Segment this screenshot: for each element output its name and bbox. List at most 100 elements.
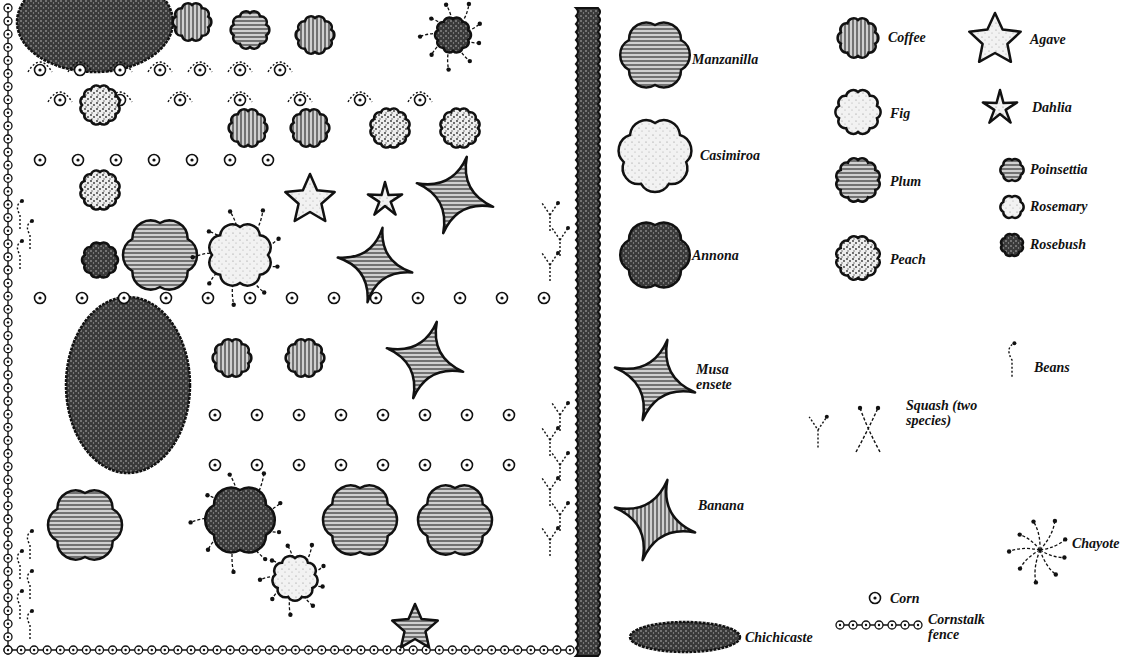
corn-symbol [252, 410, 263, 421]
corn-symbol [504, 410, 515, 421]
corn-symbol [155, 65, 166, 76]
chichicaste-hedge [576, 8, 600, 656]
bean-vine [27, 221, 32, 249]
corn-symbol [149, 155, 160, 166]
corn-symbol [378, 410, 389, 421]
legend-label: Agave [1030, 32, 1066, 47]
legend-label: Plum [890, 174, 921, 189]
plant-symbol [80, 170, 119, 209]
squash-vine [542, 428, 558, 456]
star-plant-symbol [338, 228, 412, 302]
star-plant-symbol [285, 174, 334, 221]
legend-label: Fig [890, 106, 910, 121]
legend-label: Casimiroa [700, 148, 760, 163]
squash-vine [552, 403, 568, 431]
plant-symbol [836, 158, 879, 201]
chayote-vine [1035, 550, 1040, 582]
corn-symbol [294, 460, 305, 471]
plant-symbol [286, 339, 325, 376]
corn-symbol [119, 293, 130, 304]
plant-symbol [835, 90, 880, 134]
squash-vine [542, 203, 558, 231]
plant-symbol [1000, 196, 1023, 218]
corn-symbol [115, 65, 126, 76]
corn-symbol [295, 95, 306, 106]
corn-symbol [77, 293, 88, 304]
garden-layout [4, 0, 600, 656]
chayote-vine [1040, 550, 1064, 558]
plant-symbol [619, 120, 692, 192]
corn-symbol [504, 460, 515, 471]
corn-symbol [415, 95, 426, 106]
plant-symbol [370, 108, 409, 147]
corn-symbol [35, 155, 46, 166]
corn-symbol [245, 293, 256, 304]
corn-symbol [210, 410, 221, 421]
corn-symbol [287, 293, 298, 304]
star-plant-symbol [983, 90, 1017, 123]
plant-symbol [1000, 159, 1023, 181]
corn-symbol [210, 460, 221, 471]
corn-symbol [355, 95, 366, 106]
legend-label: Corn [890, 591, 920, 606]
plant-symbol [435, 18, 471, 53]
corn-symbol [539, 293, 550, 304]
plant-symbol [323, 485, 397, 554]
legend-label: Coffee [888, 30, 926, 45]
corn-symbol [462, 410, 473, 421]
plant-symbol [291, 109, 330, 146]
squash-vine [809, 417, 827, 448]
plant-symbol [418, 485, 492, 554]
corn-symbol [175, 95, 186, 106]
star-plant-symbol [615, 340, 695, 420]
plant-symbol [213, 339, 252, 376]
corn-symbol [336, 460, 347, 471]
legend-label: Beans [1034, 360, 1070, 375]
corn-symbol [55, 95, 66, 106]
plant-symbol [838, 18, 879, 57]
corn-symbol [73, 155, 84, 166]
plant-symbol [296, 16, 335, 53]
corn-symbol [203, 293, 214, 304]
squash-vine [856, 408, 880, 452]
corn-symbol [263, 155, 274, 166]
plant-symbol [205, 488, 275, 553]
star-plant-symbol [615, 480, 695, 560]
fence-line [8, 649, 570, 650]
squash-vine [552, 503, 568, 531]
corn-symbol [187, 155, 198, 166]
chayote-vine [1040, 550, 1056, 575]
plant-symbol [80, 85, 119, 124]
corn-symbol [870, 593, 881, 604]
plant-symbol [209, 224, 270, 285]
squash-vine [542, 253, 558, 281]
legend-symbols [615, 13, 1068, 652]
bean-vine [17, 241, 22, 269]
chichicaste-symbol [17, 0, 173, 72]
legend-label: Cornstalk fence [928, 612, 1000, 642]
plant-symbol [82, 243, 118, 278]
corn-symbol [497, 293, 508, 304]
plant-symbol [231, 11, 270, 48]
corn-symbol [111, 155, 122, 166]
corn-symbol [252, 460, 263, 471]
bean-vine [1009, 343, 1014, 377]
star-plant-symbol [368, 182, 402, 215]
plant-symbol [1001, 234, 1023, 256]
legend-label: Rosemary [1030, 199, 1088, 214]
plant-symbol [620, 223, 690, 288]
plant-symbol [229, 109, 268, 146]
star-plant-symbol [969, 13, 1020, 62]
chayote-vine [1040, 539, 1065, 550]
corn-symbol [455, 293, 466, 304]
bean-vine [17, 551, 22, 579]
plant-symbol [440, 108, 479, 147]
chayote-vine [1034, 522, 1041, 550]
corn-symbol [462, 460, 473, 471]
corn-symbol [413, 293, 424, 304]
corn-symbol [378, 460, 389, 471]
corn-symbol [35, 293, 46, 304]
legend-label: Chichicaste [745, 630, 813, 645]
bean-vine [27, 571, 32, 599]
